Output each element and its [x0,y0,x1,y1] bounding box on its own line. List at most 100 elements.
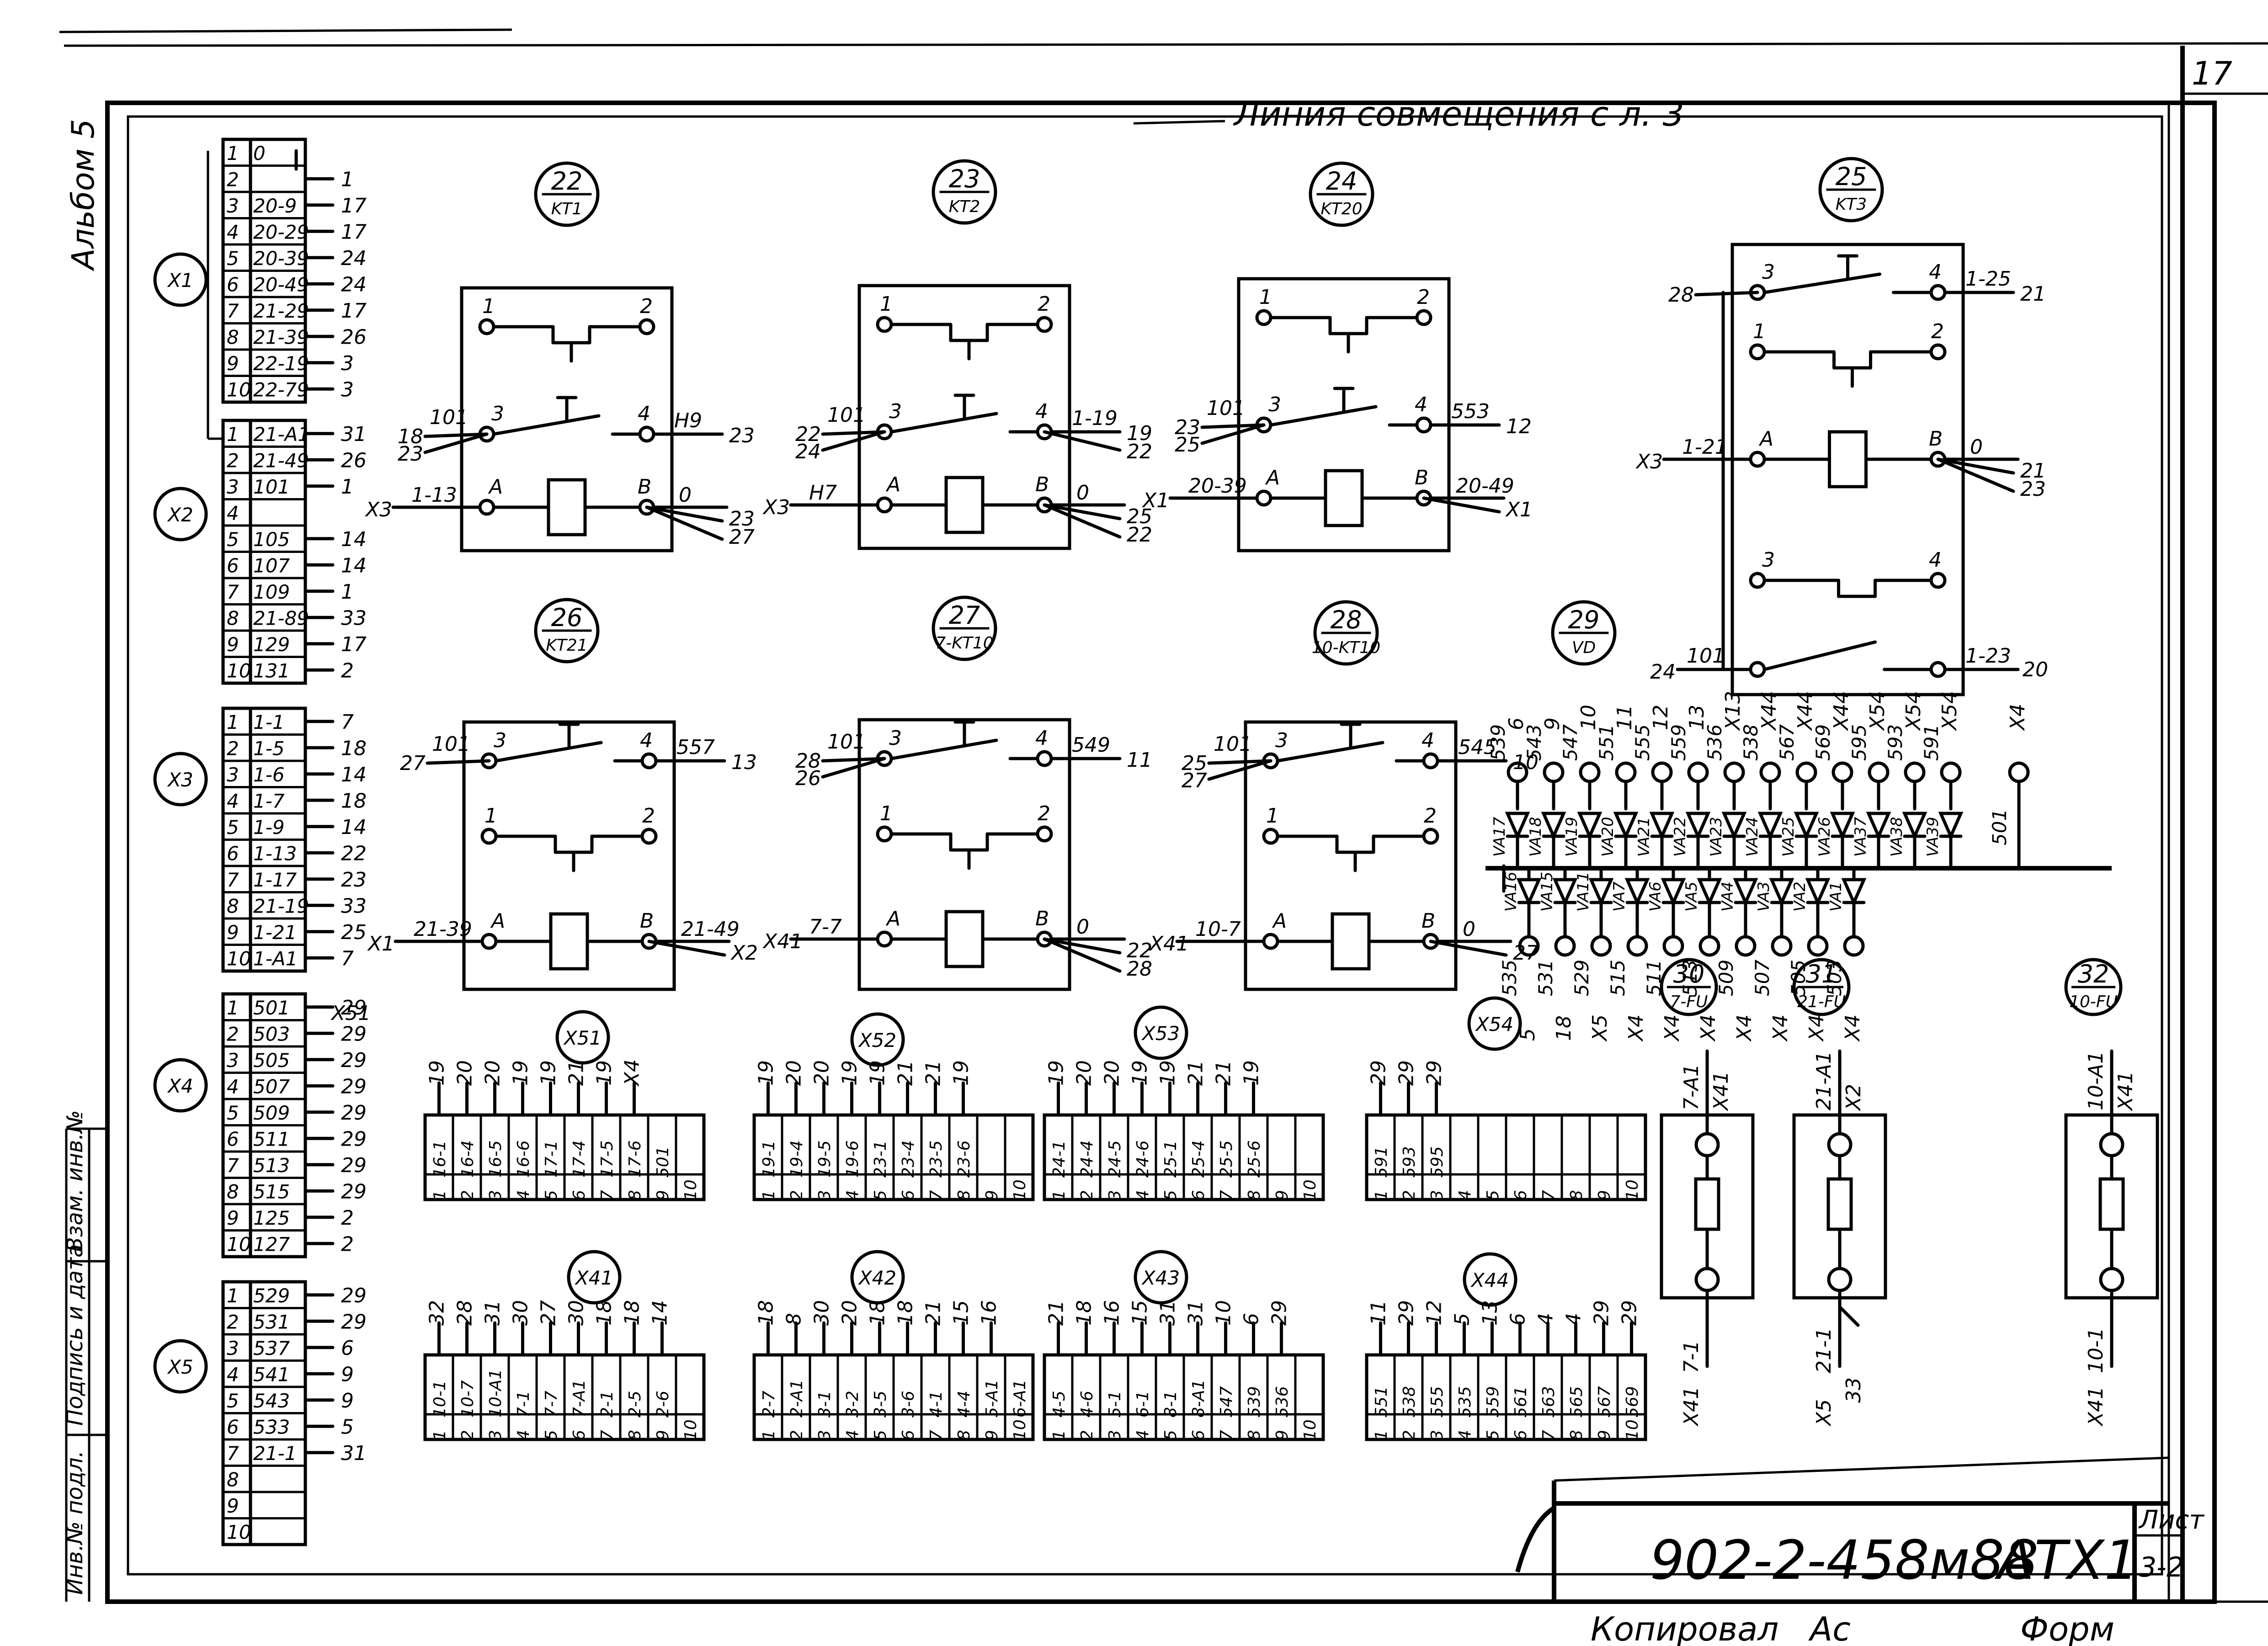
designation-circle [534,161,600,227]
label-text: X41 [762,930,803,953]
label-text: X4 [1733,1014,1756,1042]
label-text: 529 [1571,960,1593,996]
label-text: 11 [1613,705,1636,730]
wire-line [821,430,886,436]
contact-terminal [1831,761,1853,783]
label-text: 21 [922,1300,945,1326]
label-text: 511 [253,1128,290,1151]
label-text: 4 [514,1430,533,1440]
label-text: 33 [341,894,367,918]
wire-line [423,432,489,454]
label-text: 10-7 [458,1380,477,1418]
label-text: 3 [1428,1430,1447,1440]
terminal-strip-x53: X53124-119224-420324-520424-619525-11962… [1043,1005,1325,1201]
label-text: 7 [598,1190,617,1200]
side-field-signature: Подпись и дата [62,1244,88,1426]
label-text: KT21 [546,636,587,655]
label-text: KT2 [949,197,980,216]
label-text: 9 [227,1495,239,1517]
label-text: 2 [1424,804,1437,828]
contact-terminal [876,316,893,333]
contact-terminal [1036,316,1053,333]
label-text: VA19 [1563,817,1581,857]
label-text: 0 [1970,435,1983,459]
contact-terminal [876,930,893,948]
label-text: 25 [1127,505,1152,528]
label-text: 1-25 [1965,267,2011,291]
label-text: 4-6 [1078,1391,1097,1418]
label-text: 1-1 [253,711,285,733]
label-text: 501 [654,1146,672,1178]
label-text: A [488,475,503,499]
relay-frame [857,718,1071,991]
label-text: X54 [1866,691,1889,731]
label-text: 3 [491,402,504,425]
label-text: H9 [674,409,702,432]
contact-terminal [1415,309,1432,326]
label-text: 19-4 [788,1140,806,1178]
label-text: X53 [1141,1022,1180,1045]
label-text: 22 [1127,523,1152,547]
alignment-line-label: Линия совмещения с л. 3 [1233,95,1684,134]
label-text: 7 [227,1442,239,1465]
label-text: VA4 [1719,881,1737,912]
label-text: 31 [1184,1300,1208,1326]
label-text: 7 [1217,1430,1236,1440]
label-text: 7-A1 [1680,1064,1703,1110]
contact-terminal [1262,933,1279,950]
label-text: 20 [1073,1060,1096,1086]
diode-symbol [1624,878,1650,907]
contact-terminal [1662,935,1684,957]
label-text: 28 [1127,957,1152,981]
label-text: 18 [755,1300,778,1326]
label-text: 1 [341,475,354,499]
diode-symbol [1769,878,1794,907]
label-text: 3-5 [871,1391,890,1418]
contact-terminal [640,752,658,770]
label-text: 18 [1073,1300,1096,1326]
label-text: 3 [1275,729,1288,752]
label-text: 9 [227,1207,239,1229]
label-text: 27 [537,1300,560,1326]
designation-circle [1134,1250,1188,1305]
label-text: 29 [341,1049,367,1072]
label-text: 17-4 [570,1140,589,1178]
label-text: 26 [551,603,583,632]
label-text: 3 [889,727,902,750]
label-text: 3 [486,1430,505,1440]
label-text: X13 [1721,691,1745,731]
label-text: 9 [227,921,239,944]
label-text: 3 [1106,1190,1124,1200]
relay-coil [549,912,589,971]
horizontal-terminal-strips: X51116-119216-420316-520416-619517-11961… [423,1005,1647,1441]
label-text: 8 [1567,1190,1586,1200]
label-text: 9 [654,1430,672,1440]
label-text: 1-21 [253,921,297,944]
label-text: 513 [1679,960,1701,996]
diode-symbol [1661,878,1686,907]
label-text: 14 [341,528,367,551]
label-text: 15 [950,1300,973,1326]
label-text: 533 [253,1416,290,1439]
label-text: 21 [1184,1060,1208,1086]
relay-coil [1324,469,1364,527]
label-text: 10-A1 [486,1369,505,1418]
wire-line [492,414,601,436]
contact-terminal [1929,284,1947,301]
label-text: 101 [432,733,470,756]
label-text: 535 [1456,1386,1475,1418]
label-text: 2-6 [654,1391,672,1418]
contact-terminal [876,825,893,843]
label-text: 10-A1 [2084,1051,2108,1110]
label-text: X51 [330,1002,371,1025]
label-text: X4 [1841,1014,1864,1042]
label-text: 7 [227,869,239,891]
designation-circle [932,595,997,661]
label-text: 7 [341,711,354,734]
